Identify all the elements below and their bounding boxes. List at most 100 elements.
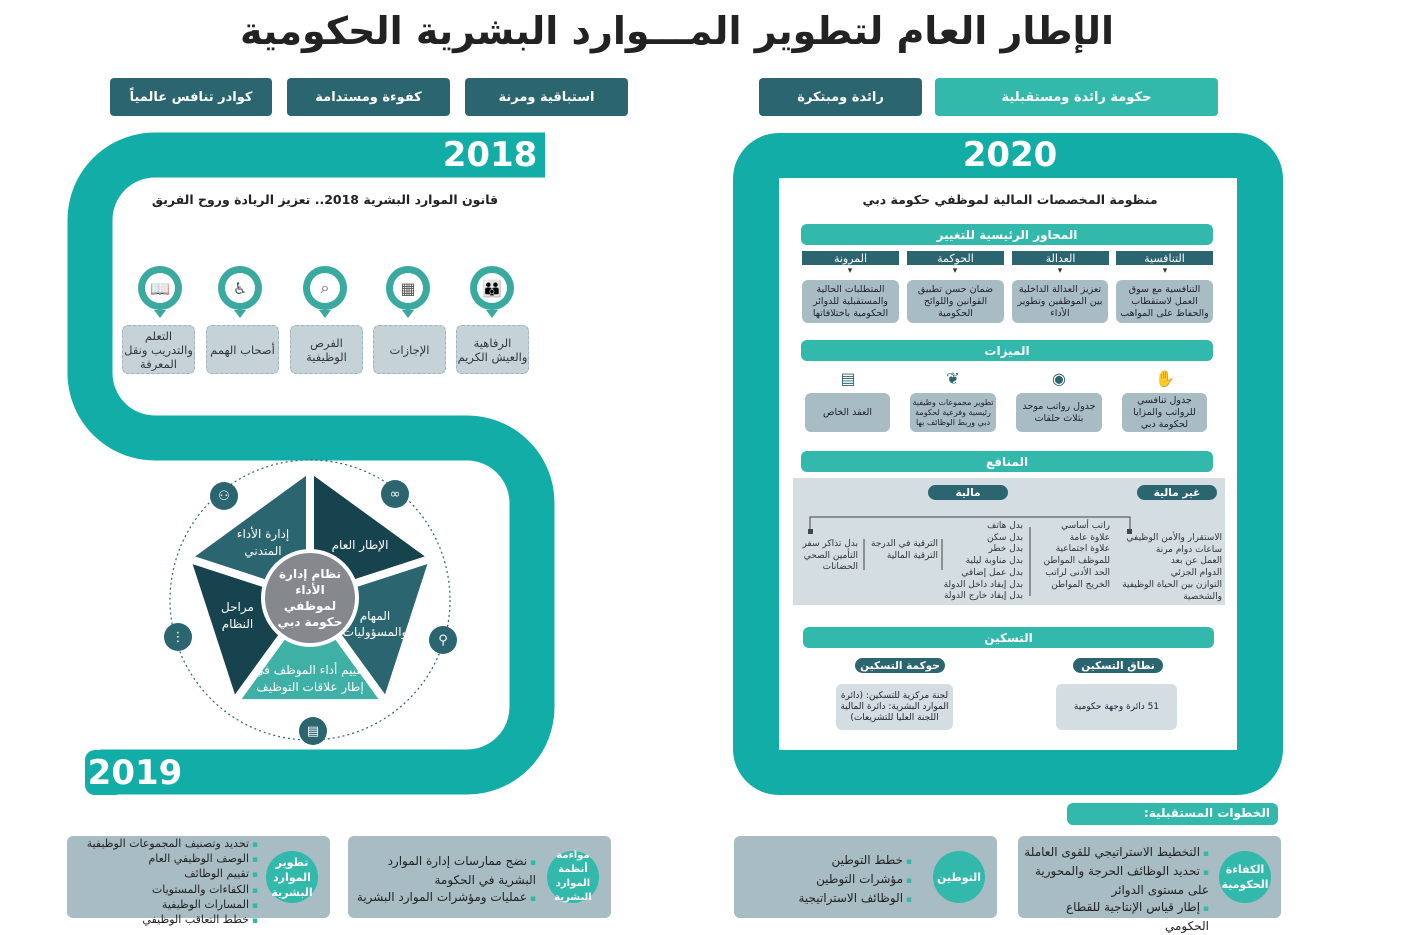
list-item: علاوة اجتماعية: [1055, 544, 1110, 555]
list-item: العمل عن بعد: [1170, 556, 1222, 567]
pentagon-center: [261, 549, 359, 647]
calendar-icon: ▦: [393, 273, 423, 303]
arrow-down-icon: ▾: [847, 266, 853, 276]
performance-pentagon: [169, 459, 451, 741]
list-item: خطط التوطين: [752, 852, 912, 871]
list-item: الترقية في الدرجة: [871, 539, 938, 549]
financial-pill: مالية: [928, 485, 1008, 500]
axes-bar: المحاور الرئيسية للتغيير: [801, 224, 1213, 245]
list-item: بدل إيفاد خارج الدولة: [943, 591, 1023, 602]
network-icon: ⚲: [429, 626, 457, 654]
list-item: تحديد الوظائف الحرجة والمحورية على مستوى…: [1024, 863, 1209, 899]
axis-text: تعزيز العدالة الداخلية بين الموظفين وتطو…: [1012, 280, 1108, 323]
feature-text: تطوير مجموعات وظيفية رئيسية وفرعية لحكوم…: [910, 393, 996, 432]
other-benefits-list: بدل تذاكر سفر التأمين الصحي الحضانات: [796, 539, 858, 574]
segment-phases: مراحل النظام: [221, 600, 254, 631]
list-item: بدل خطر: [988, 544, 1023, 555]
nonfinancial-pill: غير مالية: [1137, 485, 1217, 500]
year-label-2019: 2019: [87, 753, 183, 793]
benefits-bar: المنافع: [801, 451, 1213, 472]
axis-text: التنافسية مع سوق العمل لاستقطاب والحفاظ …: [1116, 280, 1213, 323]
list-item: تقييم الوظائف: [73, 867, 258, 882]
list-item: الوظائف الاستراتيجية: [752, 890, 912, 909]
list-item: ساعات دوام مرنة: [1155, 544, 1222, 555]
future-box-list: نضج ممارسات إدارة الموارد البشرية في الح…: [356, 853, 536, 908]
arrow-down-icon: ▾: [1057, 266, 1063, 276]
year-label-2018: 2018: [442, 135, 538, 175]
future-box-efficiency: الكفاءة الحكومية التخطيط الاستراتيجي للق…: [1018, 836, 1281, 933]
segment-evaluation: تقييم أداء الموظف في إطار علاقات التوظيف: [254, 663, 366, 694]
future-box-list: تحديد وتصنيف المجموعات الوظيفية الوصف ال…: [73, 837, 258, 928]
meeting-icon: ⚇: [210, 482, 238, 510]
placement-governance-text: لجنة مركزية للتسكين: (دائرة الموارد البش…: [836, 684, 953, 730]
map-icon: ▤: [299, 717, 327, 745]
contract-icon: ▤: [840, 368, 856, 388]
law-item: الفرص الوظيفية: [290, 325, 363, 374]
axis-text: المتطلبات الحالية والمستقبلية للدوائر ال…: [802, 280, 899, 323]
law-item: أصحاب الهمم: [206, 325, 279, 374]
law-2018-subtitle: قانون الموارد البشرية 2018.. تعزيز الريا…: [151, 191, 499, 207]
pin-leave: ▦: [386, 266, 430, 318]
list-item: الحضانات: [822, 562, 858, 573]
list-item: بدل سكن: [987, 532, 1023, 543]
future-box-title: الكفاءة الحكومية: [1219, 851, 1271, 903]
goal-button-innovative[interactable]: رائدة ومبتكرة: [759, 78, 922, 116]
goal-button-proactive[interactable]: استباقية ومرنة: [465, 78, 628, 116]
feature-text: العقد الخاص: [805, 393, 890, 432]
list-item: المسارات الوظيفية: [73, 898, 258, 913]
list-item: الترقية المالية: [886, 550, 938, 561]
placement-governance-pill: حوكمة التسكين: [855, 658, 945, 673]
future-box-title: مواءمة أنظمة الموارد البشرية: [547, 850, 599, 903]
goal-button-global-talent[interactable]: كوادر تنافس عالمياً: [110, 78, 272, 116]
axis-header: التنافسية: [1116, 251, 1213, 265]
pin-wellbeing: 👪: [470, 266, 514, 318]
search-people-icon: ⌕: [310, 273, 340, 303]
pentagon-center-label: نظام إدارة الأداء لموظفي حكومة دبي: [277, 567, 343, 629]
orbit-ring: [169, 459, 451, 741]
future-steps-title: الخطوات المستقبلية:: [1067, 803, 1278, 825]
features-bar: الميزات: [801, 340, 1213, 361]
pin-opportunities: ⌕: [303, 266, 347, 318]
law-item: الإجازات: [373, 325, 446, 374]
future-box-hr-development: تطوير الموارد البشرية تحديد وتصنيف المجم…: [67, 836, 330, 926]
goal-button-efficient[interactable]: كفوءة ومستدامة: [287, 78, 450, 116]
layers-icon: ◉: [1052, 368, 1066, 388]
salary-list: راتب أساسي علاوة عامة علاوة اجتماعية للم…: [1036, 521, 1110, 591]
list-item: الكفاءات والمستويات: [73, 883, 258, 898]
future-box-list: خطط التوطين مؤشرات التوطين الوظائف الاست…: [752, 852, 912, 909]
plant-hand-icon: ❦: [946, 368, 960, 388]
list-item: التأمين الصحي: [803, 550, 858, 561]
pin-learning: 📖: [138, 266, 182, 318]
list-item: للموظف المواطن: [1043, 556, 1110, 567]
binoculars-icon: ∞: [381, 480, 409, 508]
law-item: الرفاهية والعيش الكريم: [456, 325, 529, 374]
segment-tasks: المهام والمسؤوليات: [342, 609, 408, 639]
list-item: بدل تذاكر سفر: [802, 539, 858, 549]
list-item: مؤشرات التوطين: [752, 871, 912, 890]
list-item: خطط التعاقب الوظيفي: [73, 913, 258, 928]
list-item: التخطيط الاستراتيجي للقوى العاملة: [1024, 844, 1209, 863]
list-item: الوصف الوظيفي العام: [73, 852, 258, 867]
list-item: الدوام الجزئي: [1170, 568, 1222, 579]
list-item: بدل عمل إضافي: [961, 567, 1023, 578]
flowchart-icon: ⋮: [164, 623, 192, 651]
future-box-title: تطوير الموارد البشرية: [266, 851, 318, 903]
goal-button-future-government[interactable]: حكومة رائدة ومستقبلية: [935, 78, 1218, 116]
segment-low-performance: إدارة الأداء المتدني: [236, 527, 290, 558]
list-item: التوازن بين الحياة الوظيفية والشخصية: [1122, 579, 1222, 602]
list-item: إطار قياس الإنتاجية للقطاع الحكومي: [1024, 899, 1209, 935]
list-item: بدل هاتف: [987, 521, 1023, 531]
axis-header: العدالة: [1012, 251, 1109, 265]
arrow-down-icon: ▾: [952, 266, 958, 276]
list-item: الحد الأدنى لراتب: [1045, 567, 1110, 578]
list-item: تحديد وتصنيف المجموعات الوظيفية: [73, 837, 258, 852]
law-item: التعلم والتدريب ونقل المعرفة: [122, 325, 195, 374]
list-item: الخريج المواطن: [1051, 579, 1110, 590]
list-item: الاستقرار والأمن الوظيفي: [1126, 533, 1222, 543]
promotions-list: الترقية في الدرجة الترقية المالية: [868, 539, 938, 562]
page-title: الإطار العام لتطوير المـــوارد البشرية ا…: [239, 9, 1115, 53]
family-icon: 👪: [477, 273, 507, 303]
placement-scope-pill: نطاق التسكين: [1073, 658, 1163, 673]
wheelchair-icon: ♿: [225, 273, 255, 303]
